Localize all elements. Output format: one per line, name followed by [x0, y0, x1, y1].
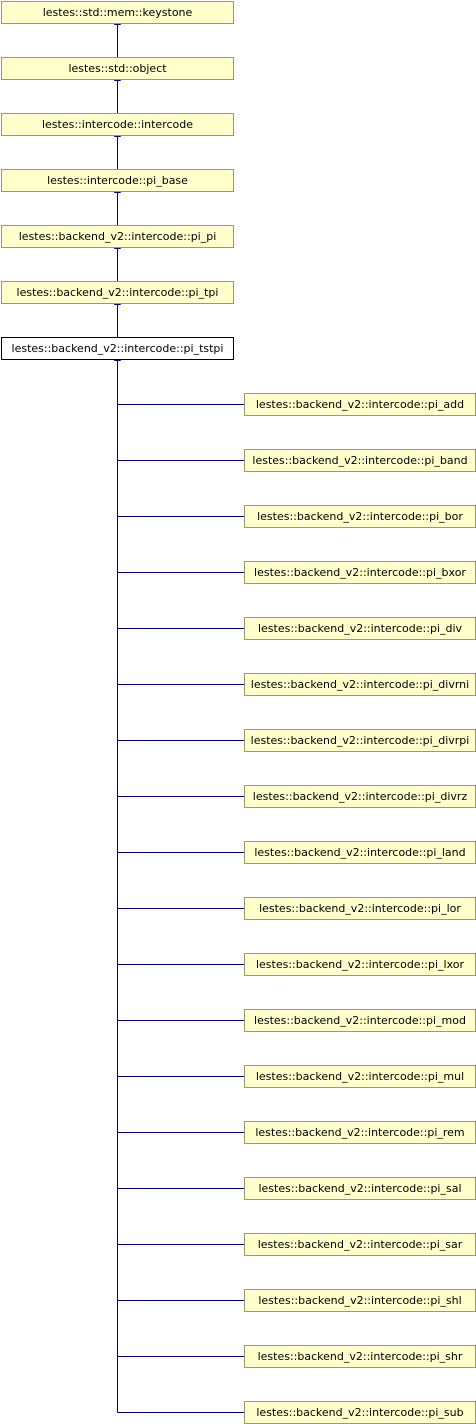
- class-node-label: lestes::backend_v2::intercode::pi_tpi: [17, 286, 219, 299]
- class-node-object[interactable]: lestes::std::object: [1, 57, 234, 80]
- class-node-box: [1, 113, 234, 136]
- class-node-pi-pi[interactable]: lestes::backend_v2::intercode::pi_pi: [1, 225, 234, 248]
- class-node-pi-sar[interactable]: lestes::backend_v2::intercode::pi_sar: [244, 1233, 476, 1256]
- class-node-label: lestes::backend_v2::intercode::pi_rem: [255, 1126, 464, 1139]
- class-node-box: [1, 1, 234, 24]
- class-node-pi-add[interactable]: lestes::backend_v2::intercode::pi_add: [244, 393, 476, 416]
- class-node-label: lestes::backend_v2::intercode::pi_sub: [256, 1406, 463, 1419]
- class-node-label: lestes::backend_v2::intercode::pi_divrni: [251, 678, 469, 691]
- class-node-label: lestes::backend_v2::intercode::pi_lor: [259, 902, 461, 915]
- class-node-pi-bxor[interactable]: lestes::backend_v2::intercode::pi_bxor: [244, 561, 476, 584]
- class-node-pi-divrni[interactable]: lestes::backend_v2::intercode::pi_divrni: [244, 673, 476, 696]
- class-node-pi-rem[interactable]: lestes::backend_v2::intercode::pi_rem: [244, 1121, 476, 1144]
- class-node-pi-base[interactable]: lestes::intercode::pi_base: [1, 169, 234, 192]
- class-node-pi-lor[interactable]: lestes::backend_v2::intercode::pi_lor: [244, 897, 476, 920]
- class-node-pi-shr[interactable]: lestes::backend_v2::intercode::pi_shr: [244, 1345, 476, 1368]
- class-node-focus-pi-tstpi[interactable]: lestes::backend_v2::intercode::pi_tstpi: [1, 337, 234, 360]
- class-node-pi-band[interactable]: lestes::backend_v2::intercode::pi_band: [244, 449, 476, 472]
- class-node-label: lestes::backend_v2::intercode::pi_divrpi: [251, 734, 470, 747]
- class-node-label: lestes::backend_v2::intercode::pi_sal: [258, 1182, 461, 1195]
- class-node-label: lestes::backend_v2::intercode::pi_shr: [258, 1350, 463, 1363]
- class-node-label: lestes::backend_v2::intercode::pi_div: [258, 622, 463, 635]
- class-node-label: lestes::backend_v2::intercode::pi_band: [252, 454, 467, 467]
- class-node-label: lestes::backend_v2::intercode::pi_tstpi: [12, 342, 224, 355]
- class-node-label: lestes::backend_v2::intercode::pi_lxor: [256, 958, 464, 971]
- class-node-pi-land[interactable]: lestes::backend_v2::intercode::pi_land: [244, 841, 476, 864]
- class-node-pi-div[interactable]: lestes::backend_v2::intercode::pi_div: [244, 617, 476, 640]
- class-node-label: lestes::backend_v2::intercode::pi_mul: [256, 1070, 464, 1083]
- class-node-pi-divrpi[interactable]: lestes::backend_v2::intercode::pi_divrpi: [244, 729, 476, 752]
- class-node-label: lestes::backend_v2::intercode::pi_land: [254, 846, 465, 859]
- class-node-label: lestes::backend_v2::intercode::pi_divrz: [253, 790, 468, 803]
- class-node-box: [1, 169, 234, 192]
- class-node-pi-mod[interactable]: lestes::backend_v2::intercode::pi_mod: [244, 1009, 476, 1032]
- class-node-label: lestes::backend_v2::intercode::pi_sar: [258, 1238, 463, 1251]
- class-node-label: lestes::backend_v2::intercode::pi_add: [256, 398, 464, 411]
- class-node-label: lestes::backend_v2::intercode::pi_shl: [258, 1294, 461, 1307]
- class-node-label: lestes::intercode::intercode: [42, 118, 193, 131]
- class-node-pi-bor[interactable]: lestes::backend_v2::intercode::pi_bor: [244, 505, 476, 528]
- class-node-label: lestes::intercode::pi_base: [47, 174, 188, 187]
- class-node-pi-shl[interactable]: lestes::backend_v2::intercode::pi_shl: [244, 1289, 476, 1312]
- class-node-label: lestes::std::mem::keystone: [43, 6, 193, 19]
- class-node-intercode[interactable]: lestes::intercode::intercode: [1, 113, 234, 136]
- class-node-pi-mul[interactable]: lestes::backend_v2::intercode::pi_mul: [244, 1065, 476, 1088]
- class-node-pi-sal[interactable]: lestes::backend_v2::intercode::pi_sal: [244, 1177, 476, 1200]
- class-node-box: [1, 337, 234, 360]
- class-node-label: lestes::backend_v2::intercode::pi_pi: [19, 230, 217, 243]
- class-node-box: [1, 57, 234, 80]
- class-node-pi-tpi[interactable]: lestes::backend_v2::intercode::pi_tpi: [1, 281, 234, 304]
- class-node-box: [1, 281, 234, 304]
- class-node-box: [1, 225, 234, 248]
- class-node-pi-lxor[interactable]: lestes::backend_v2::intercode::pi_lxor: [244, 953, 476, 976]
- class-node-pi-sub[interactable]: lestes::backend_v2::intercode::pi_sub: [244, 1401, 476, 1424]
- class-node-keystone[interactable]: lestes::std::mem::keystone: [1, 1, 234, 24]
- class-node-pi-divrz[interactable]: lestes::backend_v2::intercode::pi_divrz: [244, 785, 476, 808]
- class-node-label: lestes::backend_v2::intercode::pi_bxor: [254, 566, 466, 579]
- class-node-label: lestes::backend_v2::intercode::pi_bor: [257, 510, 463, 523]
- class-node-label: lestes::backend_v2::intercode::pi_mod: [254, 1014, 466, 1027]
- class-node-label: lestes::std::object: [68, 62, 167, 75]
